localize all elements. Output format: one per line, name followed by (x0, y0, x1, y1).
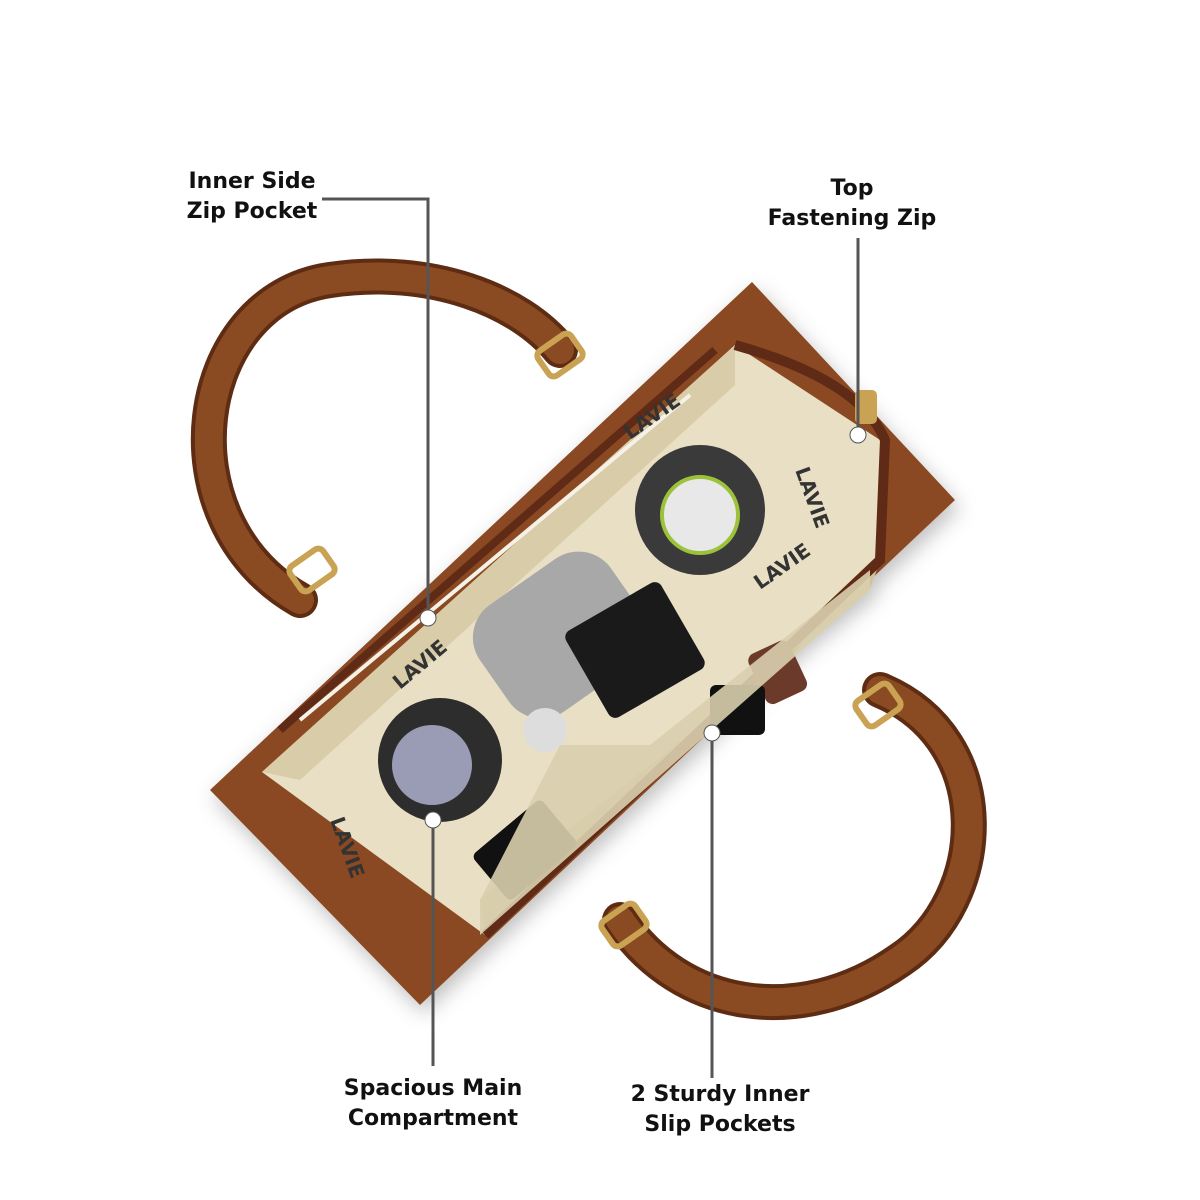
label-line: Spacious Main (343, 1076, 523, 1101)
callout-line-inner-side-zip-pocket (322, 197, 430, 618)
left-handle (190, 258, 586, 618)
callout-label-spacious-main-compartment: Spacious Main Compartment (323, 1074, 543, 1134)
right-handle (598, 672, 987, 1021)
callout-label-top-fastening-zip: Top Fastening Zip (752, 174, 952, 234)
callout-label-inner-slip-pockets: 2 Sturdy Inner Slip Pockets (610, 1080, 830, 1140)
zip-pull (855, 390, 877, 424)
label-line: Fastening Zip (767, 206, 937, 231)
label-line: Slip Pockets (644, 1112, 796, 1137)
callout-dot-inner-slip-pockets (703, 724, 721, 742)
bag-contents (378, 445, 870, 935)
callout-dot-top-fastening-zip (849, 426, 867, 444)
label-line: Top (830, 176, 874, 201)
callout-dot-spacious-main-compartment (424, 811, 442, 829)
label-line: Compartment (347, 1106, 519, 1131)
label-line: Zip Pocket (186, 199, 318, 224)
label-line: 2 Sturdy Inner (630, 1082, 810, 1107)
callout-label-inner-side-zip-pocket: Inner Side Zip Pocket (182, 167, 322, 227)
label-line: Inner Side (188, 169, 316, 194)
callout-dot-inner-side-zip-pocket (419, 609, 437, 627)
